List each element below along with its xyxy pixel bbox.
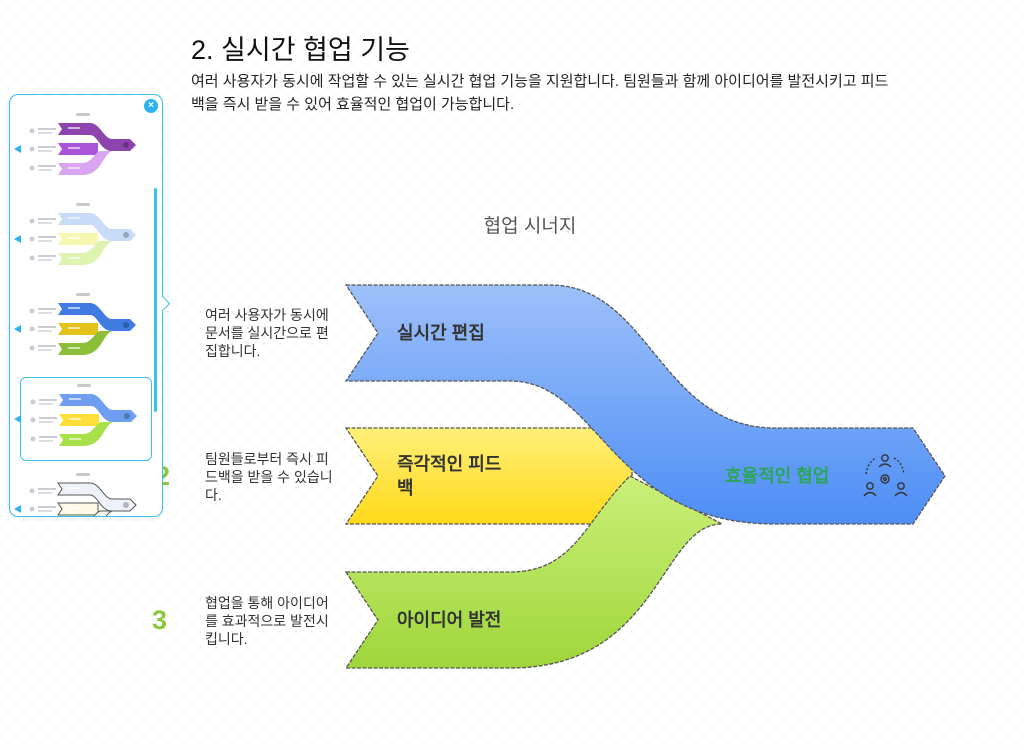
- band-label-feedback-line1: 즉각적인 피드: [397, 454, 501, 474]
- band-feedback: [344, 427, 633, 525]
- thumbnail-marker-icon: [14, 235, 21, 243]
- template-thumbnail-light-blue-yellow-green[interactable]: [20, 377, 152, 461]
- template-thumbnail-outline[interactable]: [20, 467, 150, 516]
- step-description-realtime: 여러 사용자가 동시에 문서를 실시간으로 편집합니다.: [205, 307, 329, 359]
- diagram-title: 협업 시너지: [483, 216, 577, 237]
- thumbnail-marker-icon: [14, 325, 21, 333]
- panel-scrollbar[interactable]: [154, 188, 157, 412]
- band-label-idea: 아이디어 발전: [397, 610, 501, 630]
- thumbnail-marker-icon: [14, 505, 21, 513]
- thumbnail-marker-icon: [14, 415, 21, 423]
- band-realtime: [344, 284, 946, 525]
- close-icon[interactable]: ×: [144, 99, 158, 113]
- template-panel: ×: [9, 94, 163, 517]
- section-title: 2. 실시간 협업 기능: [191, 35, 410, 65]
- band-label-feedback-line2: 백: [397, 478, 414, 498]
- thumbnail-marker-icon: [14, 145, 21, 153]
- template-thumbnail-purple[interactable]: [20, 107, 150, 189]
- team-collaboration-icon: [863, 454, 908, 497]
- outcome-label: 효율적인 협업: [725, 465, 829, 486]
- section-description: 여러 사용자가 동시에 작업할 수 있는 실시간 협업 기능을 지원합니다. 팀…: [191, 73, 889, 113]
- band-idea: [344, 475, 723, 669]
- step-description-idea: 협업을 통해 아이디어를 효과적으로 발전시킵니다.: [205, 595, 329, 647]
- template-thumbnail-blue-yellow-green[interactable]: [20, 287, 150, 369]
- template-thumbnail-pastel[interactable]: [20, 197, 150, 279]
- step-number-3: 3: [152, 605, 168, 635]
- band-label-realtime: 실시간 편집: [397, 323, 485, 343]
- step-description-feedback: 팀원들로부터 즉시 피드백을 받을 수 있습니다.: [205, 451, 333, 503]
